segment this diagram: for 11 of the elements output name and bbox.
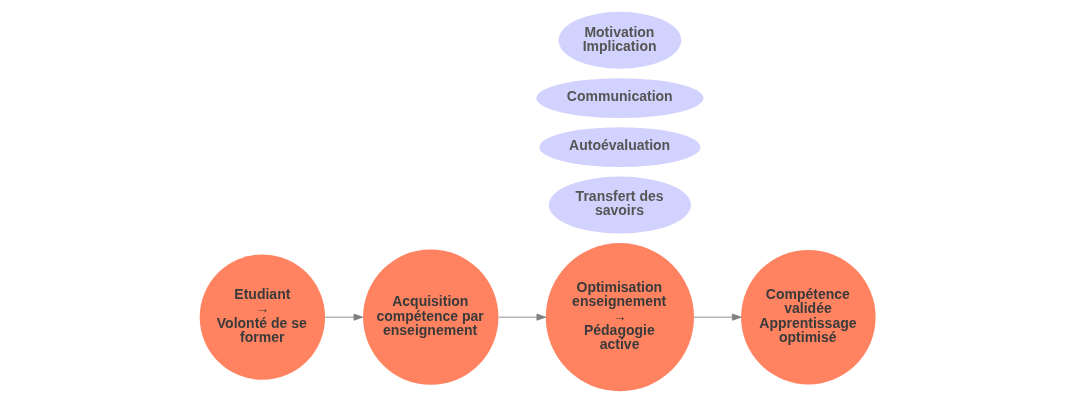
node-ellipse: Transfert des savoirs xyxy=(548,176,691,234)
arrow xyxy=(497,313,546,321)
arrow xyxy=(324,313,363,321)
node-circle: Optimisation enseignement → Pédagogie active xyxy=(545,243,694,392)
arrow xyxy=(693,313,742,321)
node-circle: Compétence validée Apprentissage optimisé xyxy=(740,249,876,385)
node-ellipse: Communication xyxy=(535,78,703,119)
node-ellipse: Autoévaluation xyxy=(538,127,700,168)
node-circle: Etudiant → Volonté de se former xyxy=(199,254,325,380)
node-ellipse: Motivation Implication xyxy=(558,11,681,69)
node-circle: Acquisition compétence par enseignement xyxy=(362,249,498,385)
